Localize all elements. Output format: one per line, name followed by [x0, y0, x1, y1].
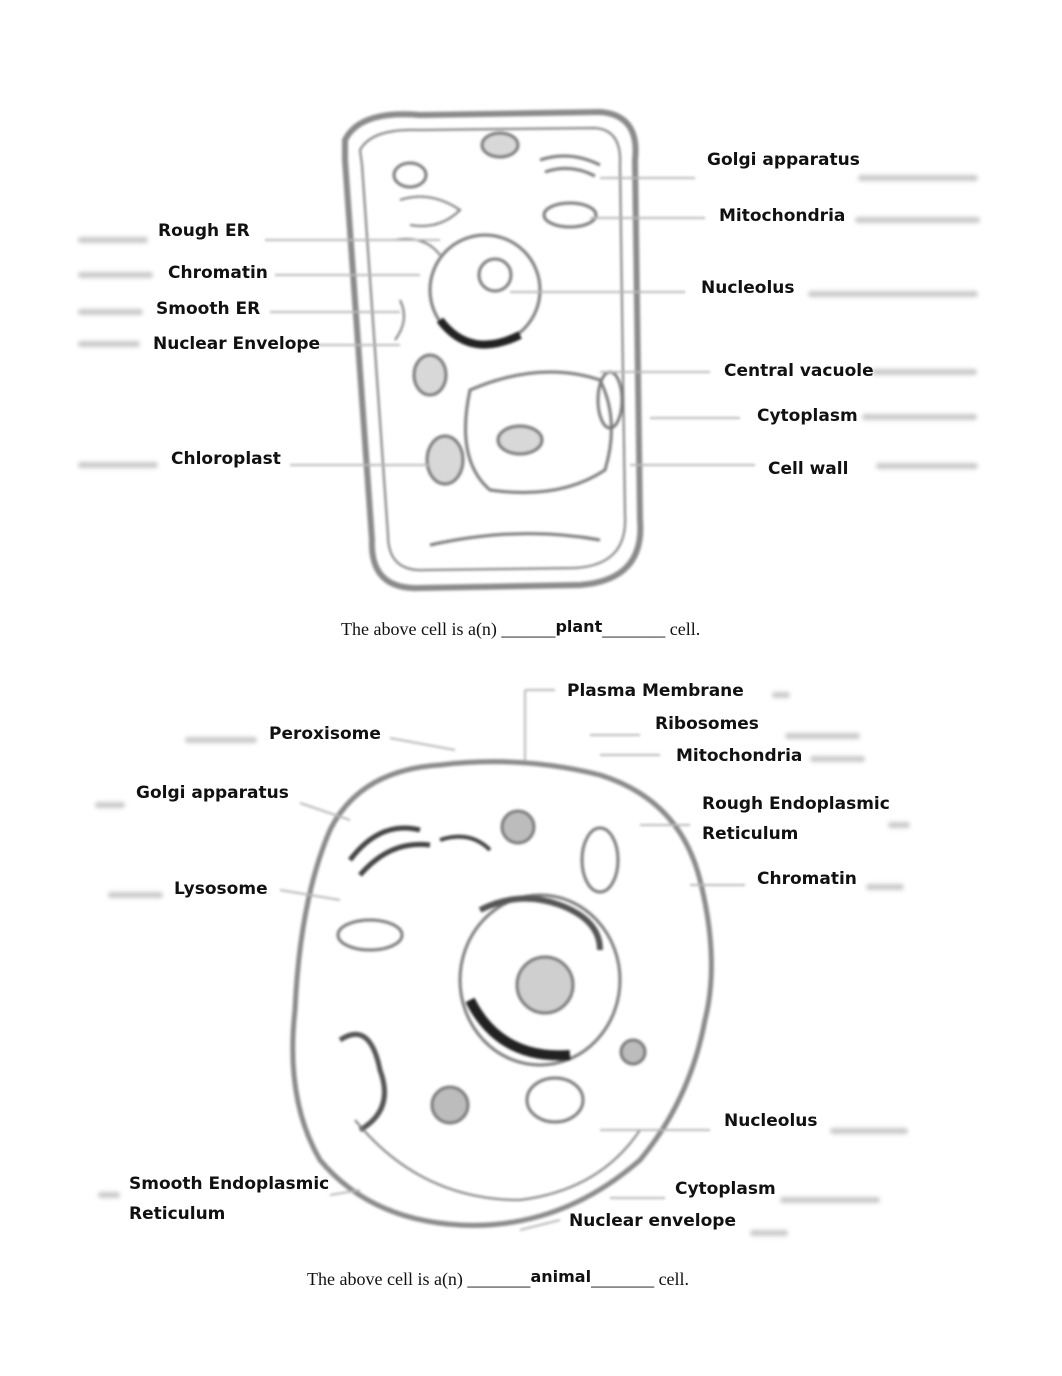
answer-blank-line — [78, 237, 148, 243]
label-ribosomes: Ribosomes — [655, 714, 759, 734]
plant-cell-illustration — [265, 108, 755, 592]
label-mitochondria: Mitochondria — [719, 206, 846, 226]
label-cytoplasm: Cytoplasm — [675, 1179, 776, 1199]
plant-caption: The above cell is a(n) ______plant______… — [341, 617, 701, 640]
caption-suffix: _______ cell. — [591, 1269, 690, 1289]
answer-blank-line — [830, 1128, 908, 1134]
plant-answer: plant — [555, 617, 603, 636]
label-chloroplast: Chloroplast — [171, 449, 281, 469]
caption-prefix: The above cell is a(n) ______ — [341, 619, 556, 639]
answer-blank-line — [78, 272, 153, 278]
answer-blank-line — [78, 341, 140, 347]
label-peroxisome: Peroxisome — [269, 724, 381, 744]
label-nucleolus: Nucleolus — [701, 278, 795, 298]
answer-blank-line — [810, 756, 865, 762]
label-chromatin: Chromatin — [757, 869, 857, 889]
answer-blank-line — [185, 737, 257, 743]
answer-blank-line — [866, 884, 904, 890]
label-cell-wall: Cell wall — [768, 459, 849, 479]
animal-cell-illustration — [279, 689, 745, 1231]
answer-blank-line — [750, 1230, 788, 1236]
answer-blank-line — [888, 822, 910, 828]
answer-blank-line — [98, 1192, 120, 1198]
answer-blank-line — [876, 463, 978, 469]
label-central-vacuole: Central vacuole — [724, 361, 874, 381]
caption-prefix: The above cell is a(n) _______ — [307, 1269, 531, 1289]
label-plasma-membrane: Plasma Membrane — [567, 681, 744, 701]
label-mitochondria: Mitochondria — [676, 746, 803, 766]
label-golgi-apparatus: Golgi apparatus — [707, 150, 860, 170]
label-nuclear-envelope: Nuclear Envelope — [153, 334, 321, 354]
answer-blank-line — [108, 892, 163, 898]
answer-blank-line — [858, 175, 978, 181]
answer-blank-line — [95, 802, 125, 808]
label-rough-er: Rough ER — [158, 221, 250, 241]
answer-blank-line — [78, 462, 158, 468]
answer-blank-line — [808, 291, 978, 297]
label-smooth-endoplasmic-reticulum: Smooth Endoplasmic Reticulum — [129, 1169, 329, 1229]
caption-suffix: _______ cell. — [602, 619, 701, 639]
label-golgi-apparatus: Golgi apparatus — [136, 783, 289, 803]
answer-blank-line — [772, 692, 790, 698]
label-nuclear-envelope: Nuclear envelope — [569, 1211, 736, 1231]
animal-answer: animal — [530, 1267, 592, 1286]
label-chromatin: Chromatin — [168, 263, 268, 283]
label-smooth-er: Smooth ER — [156, 299, 261, 319]
label-rough-endoplasmic-reticulum: Rough Endoplasmic Reticulum — [702, 789, 890, 849]
answer-blank-line — [780, 1197, 880, 1203]
answer-blank-line — [785, 733, 860, 739]
answer-blank-line — [78, 309, 143, 315]
label-nucleolus: Nucleolus — [724, 1111, 818, 1131]
label-line: Smooth Endoplasmic Reticulum — [129, 1174, 330, 1224]
label-cytoplasm: Cytoplasm — [757, 406, 858, 426]
answer-blank-line — [862, 414, 977, 420]
answer-blank-line — [855, 217, 980, 223]
answer-blank-line — [872, 369, 977, 375]
label-lysosome: Lysosome — [174, 879, 268, 899]
animal-caption: The above cell is a(n) _______animal____… — [307, 1267, 690, 1290]
label-line: Rough Endoplasmic Reticulum — [702, 794, 890, 844]
